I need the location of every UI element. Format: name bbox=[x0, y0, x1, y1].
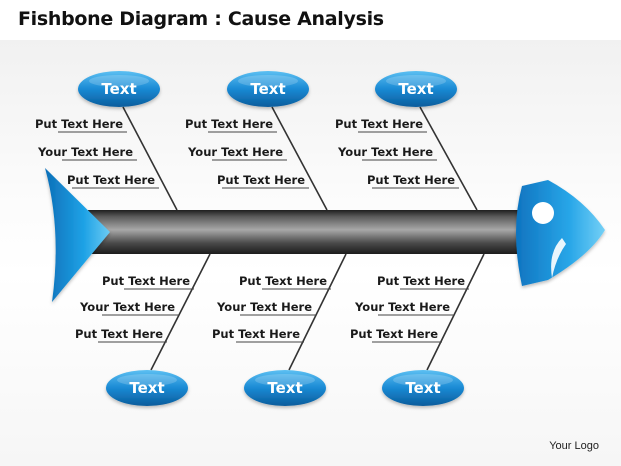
cause-label[interactable]: Your Text Here bbox=[354, 300, 450, 314]
fish-head bbox=[516, 180, 605, 286]
category-oval[interactable]: Text bbox=[78, 71, 160, 107]
fish-gill bbox=[551, 238, 566, 278]
cause-label[interactable]: Put Text Here bbox=[212, 327, 300, 341]
cause-label[interactable]: Put Text Here bbox=[377, 274, 465, 288]
category-label: Text bbox=[250, 80, 285, 98]
category-label: Text bbox=[267, 379, 302, 397]
cause-label[interactable]: Put Text Here bbox=[35, 117, 123, 131]
category-oval[interactable]: Text bbox=[106, 370, 188, 406]
cause-label[interactable]: Put Text Here bbox=[335, 117, 423, 131]
cause-label[interactable]: Your Text Here bbox=[79, 300, 175, 314]
cause-label[interactable]: Your Text Here bbox=[216, 300, 312, 314]
fish-eye bbox=[532, 202, 554, 224]
title-bar: Fishbone Diagram : Cause Analysis bbox=[0, 0, 621, 40]
branch-bone bbox=[150, 253, 211, 371]
category-label: Text bbox=[129, 379, 164, 397]
branch-bone bbox=[288, 253, 347, 371]
page-title: Fishbone Diagram : Cause Analysis bbox=[18, 8, 384, 30]
branch-bone bbox=[426, 253, 485, 371]
category-oval[interactable]: Text bbox=[382, 370, 464, 406]
category-oval[interactable]: Text bbox=[227, 71, 309, 107]
category-label: Text bbox=[101, 80, 136, 98]
cause-label[interactable]: Put Text Here bbox=[350, 327, 438, 341]
category-label: Text bbox=[398, 80, 433, 98]
cause-label[interactable]: Your Text Here bbox=[187, 145, 283, 159]
logo-text: Your Logo bbox=[549, 440, 599, 452]
category-label: Text bbox=[405, 379, 440, 397]
category-oval[interactable]: Text bbox=[375, 71, 457, 107]
branch-bone bbox=[122, 106, 178, 211]
cause-label[interactable]: Put Text Here bbox=[75, 327, 163, 341]
cause-label[interactable]: Put Text Here bbox=[67, 173, 155, 187]
cause-label[interactable]: Put Text Here bbox=[239, 274, 327, 288]
cause-label[interactable]: Put Text Here bbox=[185, 117, 273, 131]
fish-tail bbox=[45, 168, 110, 302]
cause-label[interactable]: Put Text Here bbox=[102, 274, 190, 288]
cause-label[interactable]: Put Text Here bbox=[217, 173, 305, 187]
cause-label[interactable]: Put Text Here bbox=[367, 173, 455, 187]
fish-spine bbox=[88, 210, 523, 254]
branch-bone bbox=[271, 106, 328, 211]
cause-label[interactable]: Your Text Here bbox=[337, 145, 433, 159]
branch-bone bbox=[419, 106, 478, 211]
cause-label[interactable]: Your Text Here bbox=[37, 145, 133, 159]
category-oval[interactable]: Text bbox=[244, 370, 326, 406]
